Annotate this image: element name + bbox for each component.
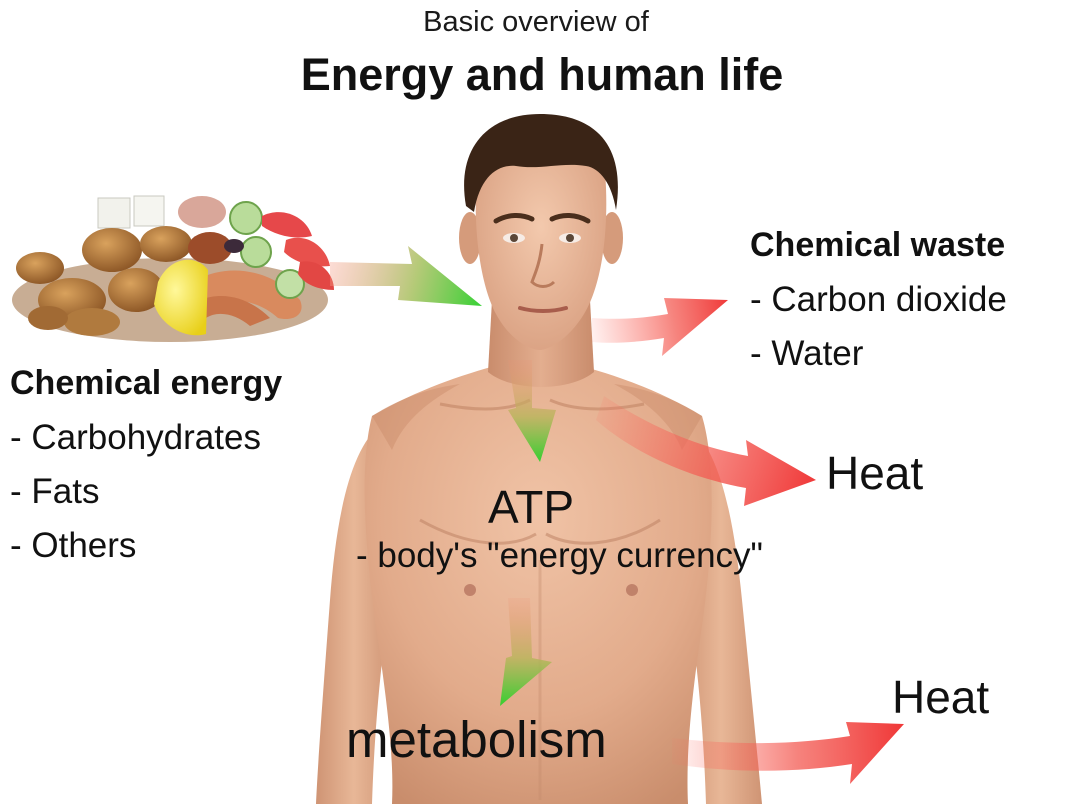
chemical-energy-item: - Fats [10, 474, 99, 509]
heat-label-upper: Heat [826, 450, 923, 496]
metabolism-label: metabolism [346, 714, 607, 765]
diagram-title: Energy and human life [0, 52, 1081, 97]
atp-label: ATP [488, 484, 574, 530]
arrow-food-to-body [330, 246, 482, 306]
chemical-waste-item: - Carbon dioxide [750, 282, 1007, 317]
chemical-energy-item: - Others [10, 528, 136, 563]
diagram-subtitle: Basic overview of [0, 8, 1072, 37]
heat-label-lower: Heat [892, 674, 989, 720]
chemical-energy-item: - Carbohydrates [10, 420, 261, 455]
arrow-body-to-waste [592, 298, 728, 356]
chemical-waste-heading: Chemical waste [750, 228, 1005, 262]
atp-description: - body's "energy currency" [356, 538, 763, 573]
chemical-waste-item: - Water [750, 336, 863, 371]
food-plate-image [12, 196, 334, 342]
chemical-energy-heading: Chemical energy [10, 366, 282, 400]
